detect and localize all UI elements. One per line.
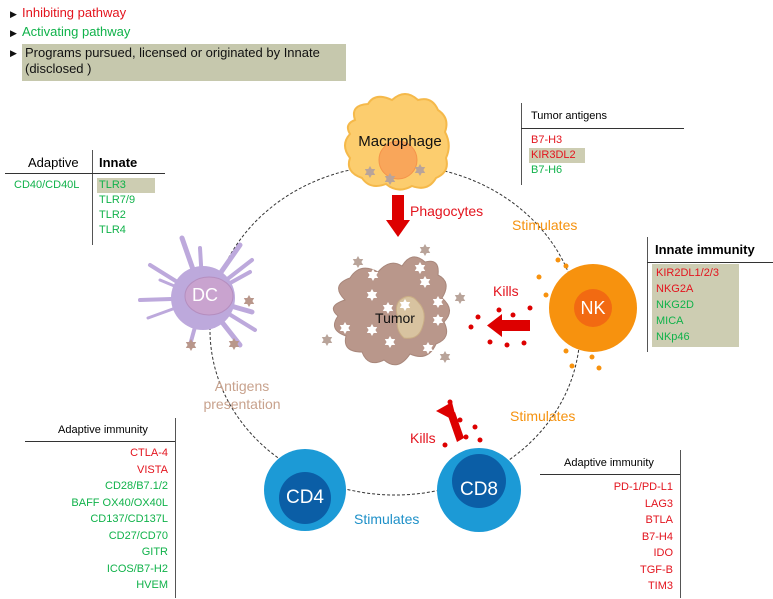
antigens-presentation-label: Antigens presentation (197, 377, 287, 413)
cd8-kills-arrow (436, 402, 464, 442)
table-divider (647, 237, 648, 352)
tumor-antigens-list: B7-H3 KIR3DL2 B7-H6 (529, 133, 585, 178)
macrophage-cell (344, 93, 450, 191)
adaptive-item: ICOS/B7-H2 (106, 562, 168, 575)
phagocytes-label: Phagocytes (410, 203, 484, 219)
tumor-label: Tumor (375, 310, 415, 326)
nk-kills-label: Kills (493, 283, 519, 299)
cd4-label: CD4 (285, 487, 324, 508)
nk-label: NK (580, 298, 606, 318)
cd8-cell (437, 448, 521, 532)
innate-immunity-item: MICA (656, 315, 684, 327)
innate-item: TLR4 (99, 224, 126, 236)
tumor-antigens-header: Tumor antigens (531, 110, 608, 122)
legend-label: Inhibiting pathway (22, 5, 127, 20)
innate-immunity-item: NKG2A (656, 283, 694, 295)
innate-immunity-header: Innate immunity (655, 242, 755, 257)
adaptive-immunity-right-list: PD-1/PD-L1 LAG3 BTLA B7-H4 IDO TGF-B TIM… (560, 479, 673, 595)
tumor-cell (321, 244, 466, 366)
cd4-cell (264, 449, 346, 531)
antigen-item: B7-H3 (531, 134, 563, 146)
table-rule (647, 262, 773, 263)
cd8-kills-label: Kills (410, 430, 436, 446)
macrophage-label: Macrophage (358, 133, 442, 150)
table-divider (680, 450, 681, 598)
stimulates-nk-cd8-label: Stimulates (510, 408, 576, 424)
adaptive-item: TIM3 (647, 580, 673, 592)
adaptive-item: IDO (653, 547, 673, 559)
triangle-bullet-icon: ▶ (10, 28, 17, 38)
stimulates-macrophage-nk-label: Stimulates (512, 217, 578, 233)
adaptive-item: VISTA (137, 463, 168, 476)
innate-list: TLR3 TLR7/9 TLR2 TLR4 (97, 178, 155, 238)
legend-label: Activating pathway (22, 24, 131, 39)
adaptive-item: CD40/CD40L (14, 179, 80, 191)
legend-programs: ▶ Programs pursued, licensed or originat… (10, 44, 346, 81)
table-divider (521, 103, 522, 185)
adaptive-item: BAFF OX40/OX40L (71, 496, 168, 509)
antigens-presentation-line2: presentation (203, 396, 281, 412)
innate-item: TLR2 (99, 209, 126, 221)
triangle-bullet-icon: ▶ (10, 48, 17, 58)
nk-kill-particles (468, 305, 533, 348)
adaptive-item: PD-1/PD-L1 (613, 481, 673, 493)
adaptive-immunity-left-list: CTLA-4 VISTA CD28/B7.1/2 BAFF OX40/OX40L… (25, 445, 168, 594)
legend-inhibiting: ▶ Inhibiting pathway (10, 5, 126, 22)
triangle-bullet-icon: ▶ (10, 9, 17, 19)
nk-kills-arrow (487, 314, 530, 337)
stimulates-cd4-cd8-label: Stimulates (354, 511, 420, 527)
adaptive-item: B7-H4 (641, 530, 673, 543)
cd8-label: CD8 (459, 479, 498, 500)
adaptive-header: Adaptive (28, 155, 79, 170)
innate-item: TLR3 (97, 178, 155, 193)
adaptive-item: HVEM (136, 579, 168, 591)
adaptive-item: CD28/B7.1/2 (105, 480, 168, 492)
innate-item: TLR7/9 (99, 194, 136, 206)
adaptive-item: CD137/CD137L (90, 513, 168, 525)
legend-activating: ▶ Activating pathway (10, 24, 130, 41)
nk-cell (536, 257, 637, 371)
legend-label: Programs pursued, licensed or originated… (22, 44, 346, 81)
adaptive-item: GITR (141, 546, 168, 558)
adaptive-immunity-header: Adaptive immunity (564, 457, 654, 469)
adaptive-item: CD27/CD70 (108, 529, 168, 542)
table-divider (92, 150, 93, 245)
antigen-item: KIR3DL2 (529, 148, 585, 163)
innate-immunity-item: KIR2DL1/2/3 (656, 267, 719, 279)
table-rule (540, 474, 680, 475)
dc-cell (138, 235, 257, 348)
antigen-item: B7-H6 (531, 164, 563, 176)
innate-immunity-item: NKp46 (656, 331, 690, 343)
table-rule (521, 128, 684, 129)
phagocytes-arrow (386, 195, 410, 237)
table-rule (25, 441, 175, 442)
innate-header: Innate (99, 155, 138, 170)
innate-immunity-item: NKG2D (656, 299, 694, 311)
table-divider (175, 418, 176, 598)
adaptive-item: CTLA-4 (130, 447, 168, 459)
adaptive-immunity-header: Adaptive immunity (58, 424, 148, 436)
adaptive-item: BTLA (645, 514, 673, 526)
adaptive-item: TGF-B (640, 563, 673, 576)
adaptive-item: LAG3 (644, 497, 673, 510)
innate-immunity-list: KIR2DL1/2/3 NKG2A NKG2D MICA NKp46 (652, 264, 739, 347)
dc-label: DC (192, 285, 218, 305)
table-rule (5, 173, 165, 174)
antigens-presentation-line1: Antigens (214, 378, 270, 394)
